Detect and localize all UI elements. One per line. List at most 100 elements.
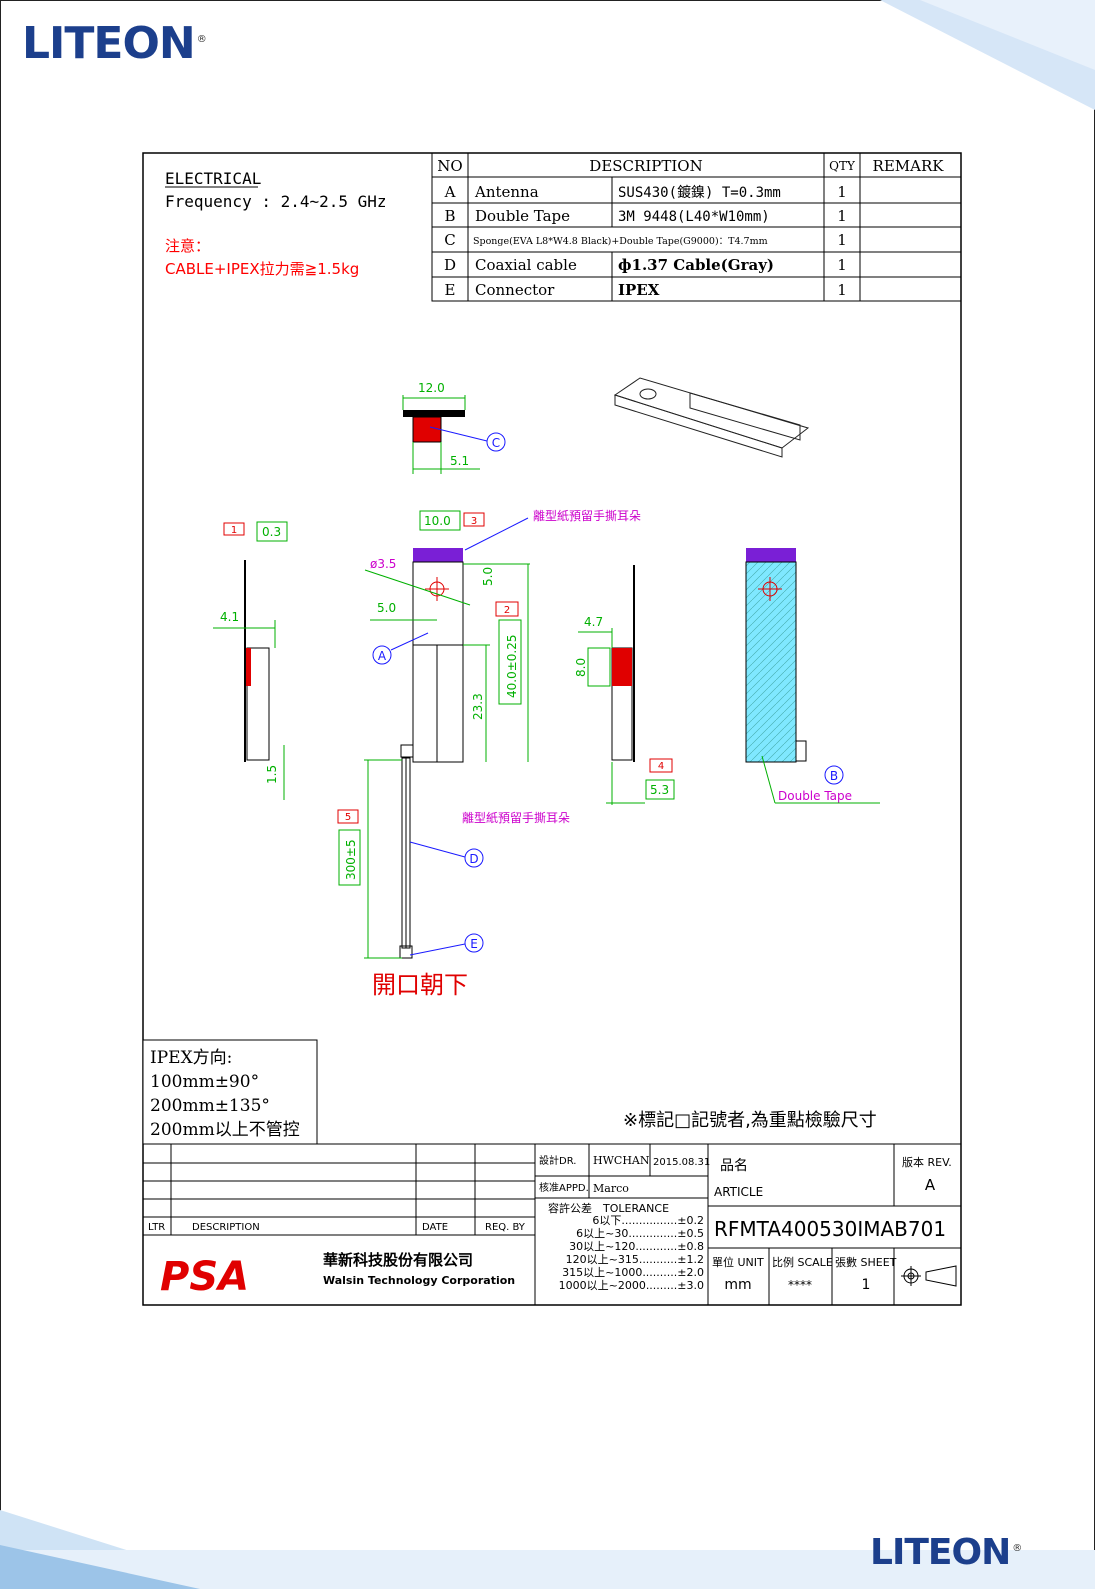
dim-53: 5.3 [650,783,669,797]
callout-b: B [830,769,838,783]
marker-2: 2 [504,605,510,616]
bom-row-b-name: Double Tape [475,207,570,225]
bom-row-b-no: B [444,207,455,225]
checker-name: Marco [593,1182,629,1195]
rev-header-ltr: LTR [148,1222,165,1233]
bom-row-d-qty: 1 [837,256,847,274]
sponge-top-view: 12.0 5.1 C [402,381,506,474]
bom-row-d-name: Coaxial cable [475,256,577,274]
unit-value: mm [724,1277,751,1293]
bom-row-c-qty: 1 [837,231,847,249]
bom-header-remark: REMARK [873,157,945,175]
marker-5: 5 [345,812,351,823]
callout-d-circle [464,848,484,868]
designer-label: 設計DR. [539,1154,576,1167]
tolerance-row-2: 6以上~30..............±0.5 [576,1227,704,1240]
callout-c: C [492,436,500,450]
callout-c-circle [486,432,506,452]
rev-header-description: DESCRIPTION [192,1222,260,1233]
dim-300: 300±5 [344,839,358,880]
ipex-note: IPEX方向: 100mm±90° 200mm±135° 200mm以上不管控 [142,1039,318,1145]
dim-50a: 5.0 [377,601,396,615]
company-name-en: Walsin Technology Corporation [323,1274,515,1287]
bom-row-a-name: Antenna [474,183,539,201]
designer-name: HWCHAN [593,1154,650,1167]
callout-d: D [469,852,478,866]
bom-row-d-spec: ф1.37 Cable(Gray) [618,256,774,274]
rev-value: A [925,1176,936,1194]
caution-title: 注意： [165,237,210,255]
dim-12: 12.0 [418,381,445,395]
dim-03: 0.3 [262,525,281,539]
tolerance-title: 容許公差 TOLERANCE [548,1201,669,1215]
callout-e: E [470,937,478,951]
bom-row-a-no: A [444,183,456,201]
dim-400: 40.0±0.25 [505,635,519,699]
checker-label: 核准APPD. [539,1181,589,1194]
tolerance-row-5: 315以上~1000..........±2.0 [562,1266,704,1279]
caution-text: CABLE+IPEX拉力需≧1.5kg [165,260,359,278]
bom-row-a-qty: 1 [837,183,847,201]
sheet-label: 張數 SHEET [835,1256,897,1269]
double-tape-label: Double Tape [778,789,852,803]
dim-233: 23.3 [471,693,485,720]
dim-41: 4.1 [220,610,239,624]
electrical-title: ELECTRICAL [165,169,261,188]
scale-label: 比例 SCALE [772,1255,833,1269]
rev-header-req-by: REQ. BY [485,1222,526,1233]
bom-row-e-qty: 1 [837,281,847,299]
front-view: 10.0 3 離型紙預留手撕耳朵 ø3.5 5.0 5.0 2 40.0±0.2… [337,508,641,999]
ipex-note-line-2: 100mm±90° [150,1072,259,1092]
dim-47: 4.7 [584,615,603,629]
dim-15: 1.5 [265,765,279,784]
company-name-cn: 華新科技股份有限公司 [323,1251,473,1269]
sheet-value: 1 [862,1277,871,1293]
marker-3: 3 [471,516,477,527]
tolerance-row-6: 1000以上~2000.........±3.0 [559,1279,704,1292]
article-label-cn: 品名 [720,1158,748,1174]
key-dimensions-note: ※標記□記號者,為重點檢驗尺寸 [623,1110,877,1131]
right-side-view: 4.7 8.0 4 5.3 [574,565,675,805]
tolerance-row-3: 30以上~120............±0.8 [569,1240,704,1253]
ipex-note-line-3: 200mm±135° [150,1096,270,1116]
dim-80: 8.0 [574,658,588,677]
marker-4: 4 [658,761,664,772]
article-label-en: ARTICLE [714,1185,763,1199]
unit-label: 單位 UNIT [712,1255,764,1269]
release-paper-label-top: 離型紙預留手撕耳朵 [533,508,641,523]
dim-35: ø3.5 [370,557,396,571]
dim-10: 10.0 [424,514,451,528]
bom-row-e-name: Connector [475,281,555,299]
rev-label: 版本 REV. [902,1155,952,1169]
rev-header-date: DATE [422,1222,448,1233]
bom-row-e-no: E [445,281,456,299]
bom-header-no: NO [437,157,462,175]
callout-e-circle [464,933,484,953]
marker-1: 1 [231,525,237,536]
bottom-stripes [0,1510,1095,1589]
liteon-logo-bottom: LITEON® [870,1532,1022,1573]
bom-table: NO DESCRIPTION QTY REMARK A Antenna SUS4… [431,152,962,302]
isometric-view [613,377,810,458]
bom-row-c-no: C [444,231,455,249]
scale-value: **** [788,1278,812,1292]
ipex-note-line-1: IPEX方向: [150,1048,232,1068]
top-right-stripes [880,0,1095,110]
ipex-note-line-4: 200mm以上不管控 [150,1120,300,1140]
liteon-logo-top: LITEON® [22,18,207,69]
left-side-view: 1 0.3 4.1 1.5 [213,521,288,800]
title-block [142,1143,962,1306]
opening-down-label: 開口朝下 [372,971,468,999]
rear-view: B Double Tape [745,548,880,804]
callout-a: A [378,649,387,663]
bom-row-a-spec: SUS430(鍍鎳) T=0.3mm [618,184,781,201]
bom-row-d-no: D [444,256,456,274]
bom-row-e-spec: IPEX [618,281,660,299]
bom-header-description: DESCRIPTION [589,157,702,175]
bom-row-b-spec: 3M 9448(L40*W10mm) [618,209,770,225]
tolerance-row-4: 120以上~315...........±1.2 [566,1253,704,1266]
part-number: RFMTA400530IMAB701 [714,1217,946,1241]
release-paper-label-mid: 離型紙預留手撕耳朵 [462,810,570,825]
frequency-note: Frequency : 2.4~2.5 GHz [165,192,387,211]
